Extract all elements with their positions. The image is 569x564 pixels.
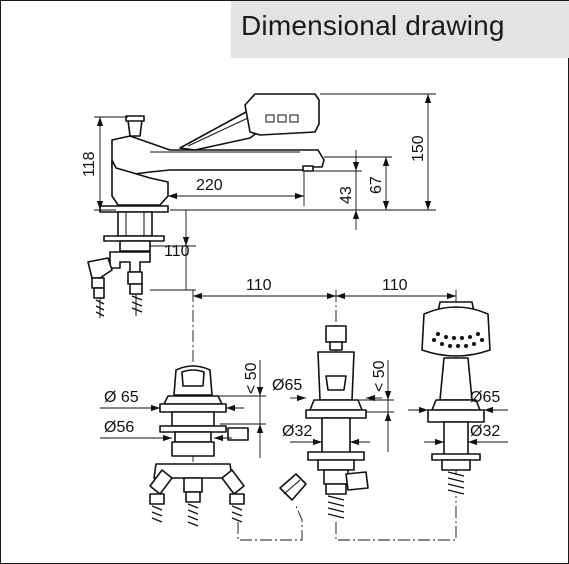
front-view-diverter xyxy=(279,325,369,519)
spacing-dimensions: 110 110 xyxy=(193,277,456,300)
hose-connections xyxy=(237,496,457,541)
dim-220-label: 220 xyxy=(196,177,223,194)
title-banner: Dimensional drawing xyxy=(231,1,569,58)
hand-shower-dimensions: Ø65 Ø32 xyxy=(408,389,508,446)
dim-67-label: 67 xyxy=(368,176,385,194)
side-view-labels: 118 220 150 67 43 110 xyxy=(81,135,427,260)
side-view-tap xyxy=(87,93,325,318)
dim-150-label: 150 xyxy=(410,135,427,162)
dim-spacing-right-label: 110 xyxy=(382,277,408,294)
dim-dia56-left-label: Ø56 xyxy=(104,419,134,436)
page-title: Dimensional drawing xyxy=(241,10,505,41)
front-view-mixer xyxy=(149,365,249,527)
dim-43-label: 43 xyxy=(338,186,355,204)
dim-110-depth-label: 110 xyxy=(164,243,190,260)
dim-dia65-right-label: Ø65 xyxy=(470,389,500,406)
dim-118-label: 118 xyxy=(81,151,98,177)
dim-lt50-left-label: < 50 xyxy=(243,362,260,394)
dim-dia65-left-label: Ø 65 xyxy=(104,389,139,406)
diverter-dimensions: Ø65 Ø32 < 50 xyxy=(272,360,394,452)
dim-dia65-center-label: Ø65 xyxy=(272,377,302,394)
dim-dia32-center-label: Ø32 xyxy=(282,423,312,440)
front-view-hand-shower xyxy=(421,301,491,495)
dim-dia32-right-label: Ø32 xyxy=(470,423,500,440)
dim-spacing-left-label: 110 xyxy=(246,277,272,294)
shower-spray-holes xyxy=(432,332,484,348)
dim-lt50-center-label: < 50 xyxy=(371,360,388,392)
mixer-dimensions: Ø 65 Ø56 < 50 xyxy=(100,360,266,458)
side-view-dimensions xyxy=(94,93,436,291)
